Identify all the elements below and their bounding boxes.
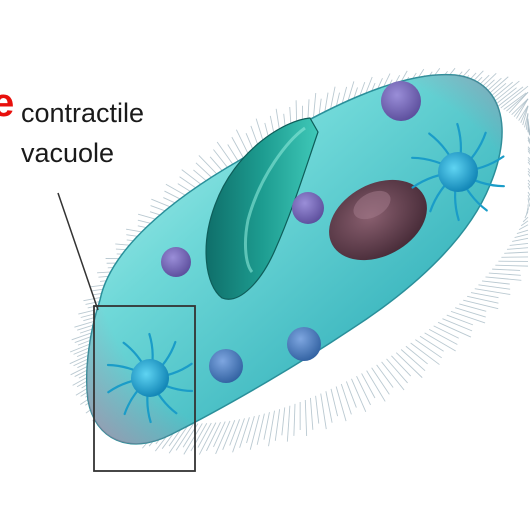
cilium — [310, 398, 312, 430]
label-vacuole: vacuole — [21, 138, 114, 168]
cilium — [485, 277, 521, 280]
cilium — [519, 225, 528, 230]
cilium — [305, 400, 306, 436]
cilium — [351, 379, 365, 412]
cilium — [250, 415, 259, 450]
cilium — [387, 359, 408, 383]
cilium — [282, 407, 285, 435]
cilium — [367, 371, 386, 402]
cilium — [321, 394, 327, 430]
cilium — [478, 285, 510, 289]
cilium — [264, 412, 270, 439]
vacuole-center — [131, 359, 169, 397]
cilium — [507, 248, 528, 250]
cilium — [442, 319, 472, 331]
cilium — [495, 265, 528, 266]
cilium — [455, 308, 486, 317]
cilium — [331, 389, 338, 416]
label-contractile: contractile — [21, 98, 144, 128]
cilium — [406, 346, 428, 364]
cilium — [275, 409, 279, 441]
leader-line — [58, 193, 98, 310]
food-vacuole — [381, 81, 421, 121]
cilium — [362, 373, 375, 398]
cilium — [438, 322, 471, 337]
cilium — [489, 273, 521, 275]
cilium — [230, 419, 240, 445]
cilium — [429, 329, 457, 344]
cilium — [510, 243, 528, 245]
cilium — [471, 293, 499, 298]
cilium — [287, 406, 290, 442]
cilium — [372, 368, 390, 395]
cilium — [233, 418, 245, 452]
food-vacuole — [287, 327, 321, 361]
cilium — [434, 326, 459, 338]
cilium — [377, 365, 394, 388]
cilium — [492, 269, 520, 270]
cilium — [504, 252, 528, 253]
food-vacuole — [161, 247, 191, 277]
cilium — [447, 315, 473, 325]
cilium — [391, 356, 410, 376]
label-red-letter: e — [0, 81, 14, 125]
cilium — [326, 391, 332, 422]
cilium — [294, 404, 295, 436]
cilium — [515, 234, 528, 237]
cilium — [475, 289, 511, 295]
cilium — [512, 238, 528, 241]
cilium — [451, 311, 485, 323]
vacuole-center — [438, 152, 478, 192]
food-vacuole — [209, 349, 243, 383]
cilium — [199, 423, 216, 455]
cilium — [482, 281, 510, 284]
cilium — [316, 396, 319, 424]
cilium — [498, 87, 523, 107]
cilium — [240, 417, 250, 447]
cilium — [463, 300, 498, 309]
cilium — [420, 336, 444, 351]
cilium — [357, 376, 371, 405]
cilium — [517, 230, 528, 233]
cilium — [191, 423, 207, 451]
food-vacuole — [292, 192, 324, 224]
cilium — [269, 411, 275, 446]
cilium — [415, 340, 441, 358]
